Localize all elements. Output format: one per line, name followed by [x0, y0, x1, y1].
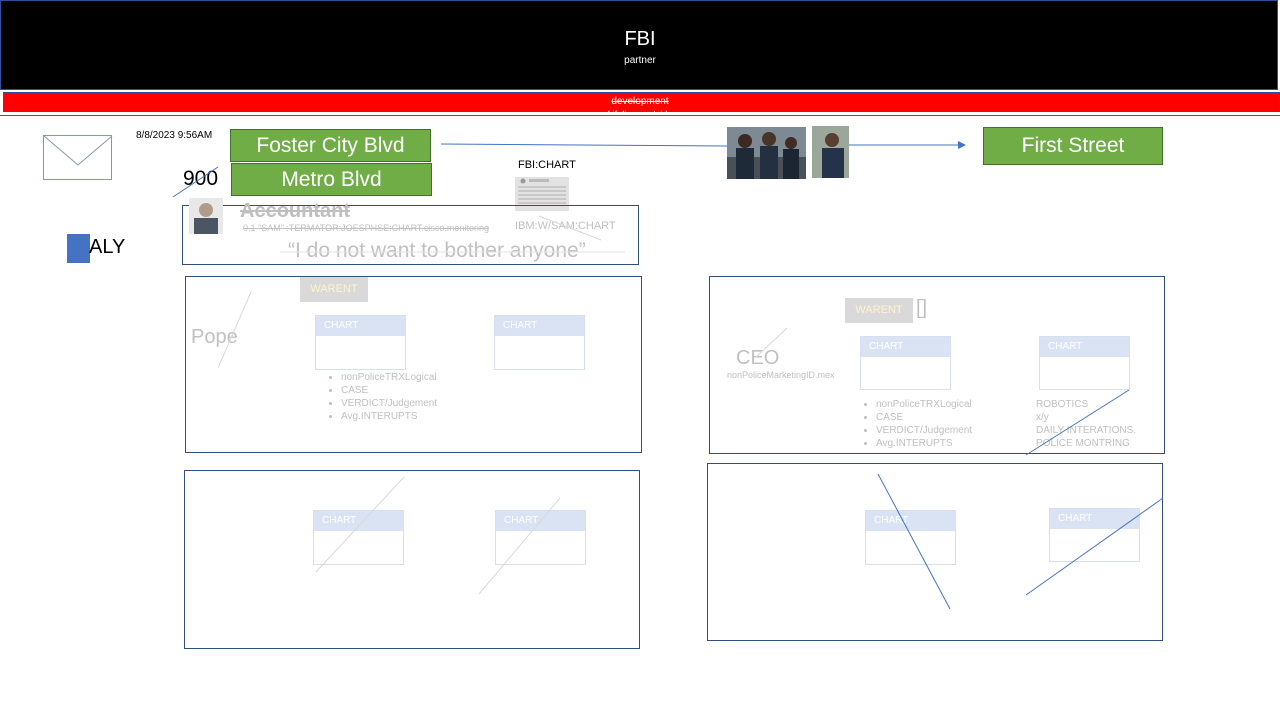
accountant-title: Accountant — [240, 200, 350, 222]
list-item: Avg.INTERUPTS — [876, 437, 972, 450]
chart-card[interactable]: CHART — [1049, 508, 1140, 562]
list-item: nonPoliceTRXLogical — [876, 398, 972, 411]
panel-name: CEO — [736, 347, 780, 369]
panel-ceo — [709, 276, 1165, 454]
panel-pope — [185, 276, 642, 453]
list-item: x/y — [1036, 412, 1049, 423]
warent-button[interactable]: WARENT — [300, 277, 368, 302]
officers-photo — [727, 127, 806, 179]
header-bar — [0, 0, 1278, 90]
chart-sub-label: IBM:W/SAM:CHART — [515, 220, 616, 232]
panel-name: Pope — [191, 326, 238, 348]
location-foster-city[interactable]: Foster City Blvd — [230, 129, 431, 162]
chart-header: CHART — [496, 511, 585, 531]
chart-header: CHART — [861, 337, 950, 357]
chart-header: CHART — [1040, 337, 1129, 357]
banner-text: development — [611, 96, 669, 107]
list-item: nonPoliceTRXLogical — [341, 371, 437, 384]
list-item: CASE — [876, 411, 972, 424]
chart-card[interactable]: CHART — [1039, 336, 1130, 390]
panel-bullet-list: nonPoliceTRXLogical CASE VERDICT/Judgeme… — [327, 371, 437, 423]
page-subtitle: partner — [624, 55, 656, 66]
panel-right-list: ROBOTICS x/y DAILY INTERATIONS. POLICE M… — [1036, 398, 1136, 450]
page-title: FBI — [624, 28, 656, 50]
list-item: VERDICT/Judgement — [341, 397, 437, 410]
chart-header: CHART — [1050, 509, 1139, 529]
location-first-street[interactable]: First Street — [983, 127, 1163, 165]
chart-card[interactable]: CHART — [315, 315, 406, 370]
fbi-chart-label: FBI:CHART — [518, 159, 576, 171]
datetime: 8/8/2023 9:56AM — [136, 130, 213, 141]
chart-header: CHART — [316, 316, 405, 336]
banner-subtext: Lifelines outside — [607, 109, 673, 114]
chart-card[interactable]: CHART — [860, 336, 951, 390]
aly-marker — [67, 234, 90, 263]
divider — [0, 115, 1280, 116]
list-item: ROBOTICS — [1036, 399, 1089, 410]
bracket-label: [] — [916, 297, 928, 319]
list-item: CASE — [341, 384, 437, 397]
mail-icon[interactable] — [43, 135, 113, 181]
accountant-quote: “I do not want to bother anyone” — [288, 239, 586, 262]
list-item: POLICE MONTRING — [1036, 438, 1130, 449]
officer-photo — [812, 126, 849, 178]
panel-bottom-left — [184, 470, 640, 649]
chart-header: CHART — [495, 316, 584, 336]
list-item: DAILY INTERATIONS. — [1036, 425, 1137, 436]
count-value: 900 — [183, 167, 219, 190]
chart-card[interactable]: CHART — [495, 510, 586, 565]
panel-subtitle: nonPoliceMarketingID.mex — [727, 370, 835, 380]
chart-card[interactable]: CHART — [313, 510, 404, 565]
accountant-avatar — [189, 198, 223, 234]
accountant-detail: 0.1 "SAM" :TERMATOR:JOESPHSE:CHART.cisco… — [243, 223, 489, 233]
chart-card[interactable]: CHART — [865, 510, 956, 565]
aly-label: ALY — [89, 236, 126, 258]
chart-header: CHART — [866, 511, 955, 531]
list-item: Avg.INTERUPTS — [341, 410, 437, 423]
chart-header: CHART — [314, 511, 403, 531]
accountant-card — [182, 205, 639, 265]
chart-card[interactable]: CHART — [494, 315, 585, 370]
warent-button[interactable]: WARENT — [845, 298, 913, 323]
location-metro[interactable]: Metro Blvd — [231, 163, 432, 196]
list-item: VERDICT/Judgement — [876, 424, 972, 437]
panel-bullet-list: nonPoliceTRXLogical CASE VERDICT/Judgeme… — [862, 398, 972, 450]
